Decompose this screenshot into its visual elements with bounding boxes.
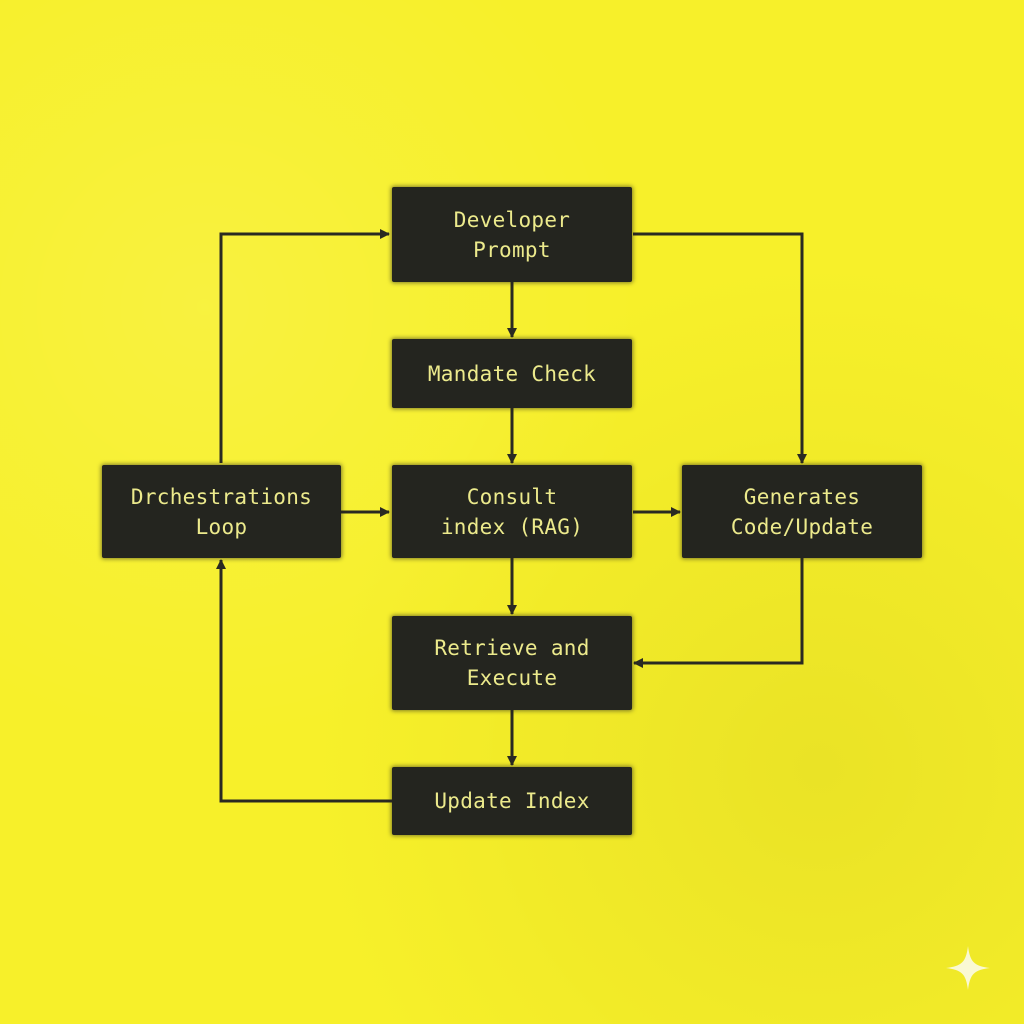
node-update-index-label: Update Index <box>434 789 590 813</box>
edge-generates-to-retrieve <box>633 558 804 668</box>
node-consult-index-label: Consult index (RAG) <box>440 484 584 539</box>
edge-update-to-loop <box>216 559 392 803</box>
node-update-index: Update Index <box>392 767 632 835</box>
node-retrieve-execute-label: Retrieve and Execute <box>434 636 590 690</box>
node-consult-index: Consult index (RAG) <box>392 465 632 558</box>
edge-prompt-to-generates <box>633 232 807 464</box>
node-mandate-check-label: Mandate Check <box>427 361 597 386</box>
node-mandate-check: Mandate Check <box>392 339 632 408</box>
node-generates-code: Generates Code/Update <box>682 465 922 558</box>
node-orchestrations-loop: Drchestrations Loop <box>102 465 341 558</box>
node-developer-prompt: Developer Prompt <box>392 187 632 282</box>
edge-loop-to-prompt <box>219 229 390 463</box>
sparkle-icon <box>946 946 990 990</box>
node-retrieve-execute: Retrieve and Execute <box>392 616 632 710</box>
node-generates-code-label: Generates Code/Update <box>730 484 874 539</box>
node-developer-prompt-label: Developer Prompt <box>453 207 571 262</box>
node-orchestrations-loop-label: Drchestrations Loop <box>130 484 313 539</box>
